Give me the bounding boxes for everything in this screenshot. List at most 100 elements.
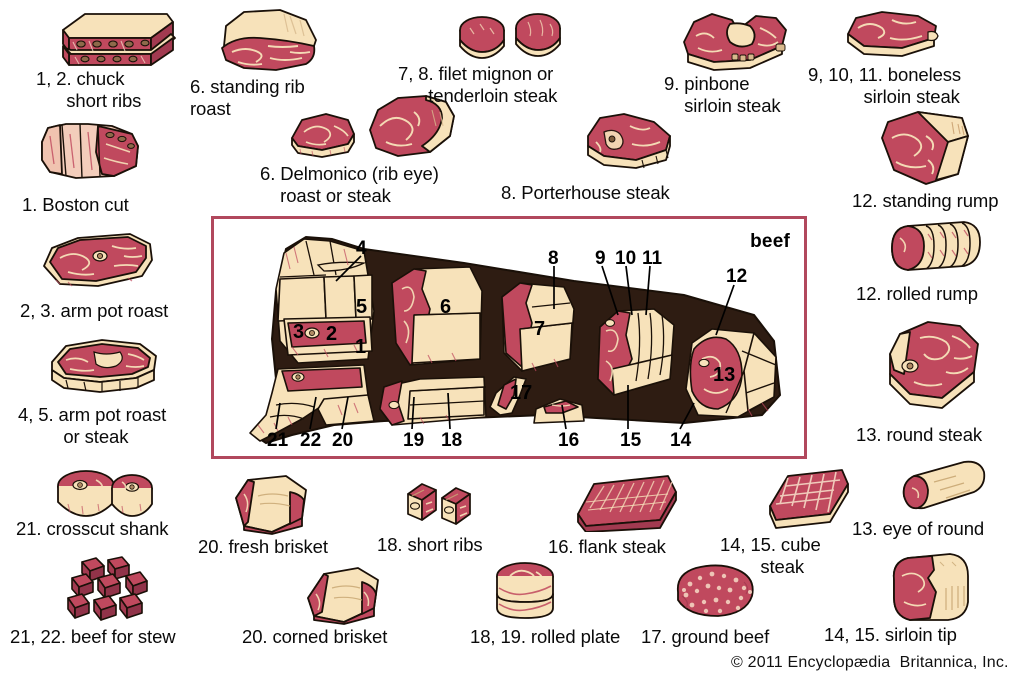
caption-round-steak: 13. round steak [856,424,983,445]
specimen-chuck-short-ribs [55,8,180,68]
delmonico-roast-icon [369,95,455,157]
standing-rib-roast-icon [221,9,317,71]
short-ribs-icon [407,483,471,525]
porterhouse-steak-icon [587,113,671,169]
caption-beef-for-stew: 21, 22. beef for stew [10,626,176,647]
diagram-number-11: 11 [642,248,663,269]
diagram-title: beef [750,231,790,252]
arm-pot-roast-icon [43,233,153,287]
diagram-number-5: 5 [356,296,368,318]
standing-rump-icon [881,111,969,185]
specimen-porterhouse-steak [580,110,678,172]
rolled-plate-icon [496,562,554,619]
diagram-number-19: 19 [403,430,425,451]
caption-short-ribs: 18. short ribs [377,534,483,555]
specimen-cube-steak [762,468,854,530]
specimen-rolled-rump [884,218,986,274]
diagram-number-10: 10 [615,248,637,269]
caption-rolled-rump: 12. rolled rump [856,283,978,304]
specimen-rolled-plate [490,560,560,626]
caption-porterhouse-steak: 8. Porterhouse steak [501,182,670,203]
diagram-number-9: 9 [595,248,606,269]
specimen-pinbone-sirloin-steak [676,10,792,72]
arm-pot-roast-or-steak-icon [51,339,157,393]
caption-delmonico: 6. Delmonico (rib eye) roast or steak [260,163,439,206]
specimen-delmonico-steak [286,110,360,158]
caption-boston-cut: 1. Boston cut [22,194,129,215]
caption-fresh-brisket: 20. fresh brisket [198,536,328,557]
diagram-number-3: 3 [293,321,305,343]
caption-standing-rib-roast: 6. standing rib roast [190,76,305,119]
chuck-short-ribs-icon [62,13,176,66]
specimen-standing-rump [872,108,976,188]
specimen-short-ribs [404,480,480,528]
caption-sirloin-tip: 14, 15. sirloin tip [824,624,957,645]
specimen-filet-mignon [456,12,566,64]
boston-cut-icon [41,123,139,179]
caption-pinbone-sirloin-steak: 9. pinbone sirloin steak [664,73,781,116]
beef-carcass-diagram: beef [211,216,807,459]
boneless-sirloin-steak-icon [847,11,939,57]
specimen-arm-pot-roast [38,228,158,293]
flank-steak-icon [577,475,677,532]
diagram-number-1: 1 [355,336,367,358]
caption-arm-pot-roast: 2, 3. arm pot roast [20,300,169,321]
delmonico-steak-icon [291,113,355,158]
specimen-standing-rib-roast [210,6,322,76]
diagram-number-21: 21 [267,430,289,451]
caption-chuck-short-ribs: 1, 2. chuck short ribs [36,68,142,111]
caption-eye-of-round: 13. eye of round [852,518,985,539]
caption-arm-pot-roast-or-steak: 4, 5. arm pot roast or steak [18,404,167,447]
diagram-number-18: 18 [441,430,463,451]
cube-steak-icon [769,469,849,529]
diagram-number-12: 12 [726,266,748,287]
specimen-eye-of-round [900,460,988,516]
caption-filet-mignon: 7, 8. filet mignon or tenderloin steak [398,63,558,106]
diagram-number-20: 20 [332,430,354,451]
diagram-number-2: 2 [326,323,338,345]
diagram-number-16: 16 [558,430,580,451]
diagram-number-17: 17 [510,382,533,404]
specimen-arm-pot-roast-or-steak [44,336,162,398]
corned-brisket-icon [307,567,379,625]
caption-ground-beef: 17. ground beef [641,626,770,647]
sirloin-tip-icon [892,553,969,621]
fresh-brisket-icon [235,475,307,535]
specimen-crosscut-shank [52,466,162,528]
specimen-round-steak [880,318,988,410]
filet-mignon-icon [459,13,561,59]
specimen-delmonico-roast [364,94,458,160]
diagram-number-22: 22 [300,430,322,451]
caption-boneless-sirloin-steak: 9, 10, 11. boneless sirloin steak [808,64,962,107]
pinbone-sirloin-steak-icon [683,13,787,71]
caption-standing-rump: 12. standing rump [852,190,999,211]
round-steak-icon [889,321,979,409]
eye-of-round-icon [902,460,986,510]
diagram-number-15: 15 [620,430,642,451]
carcass-illustration [249,235,782,445]
specimen-sirloin-tip [888,552,974,624]
diagram-number-13: 13 [713,364,736,386]
beef-for-stew-icon [67,556,148,621]
specimen-beef-for-stew [58,556,166,628]
diagram-number-14: 14 [670,430,692,451]
specimen-boston-cut [36,118,146,183]
specimen-flank-steak [572,474,682,532]
specimen-ground-beef [672,562,758,620]
diagram-number-8: 8 [548,248,559,269]
specimen-corned-brisket [300,566,386,626]
caption-flank-steak: 16. flank steak [548,536,666,557]
specimen-boneless-sirloin-steak [842,10,942,62]
ground-beef-icon [676,564,754,617]
caption-cube-steak: 14, 15. cube steak [720,534,821,577]
rolled-rump-icon [891,221,981,271]
specimen-fresh-brisket [230,474,312,536]
diagram-number-7: 7 [534,318,546,340]
diagram-number-6: 6 [440,296,452,318]
caption-rolled-plate: 18, 19. rolled plate [470,626,621,647]
diagram-number-4: 4 [356,238,367,259]
copyright-notice: © 2011 Encyclopædia Britannica, Inc. [731,654,1009,671]
caption-crosscut-shank: 21. crosscut shank [16,518,169,539]
crosscut-shank-icon [57,470,153,517]
